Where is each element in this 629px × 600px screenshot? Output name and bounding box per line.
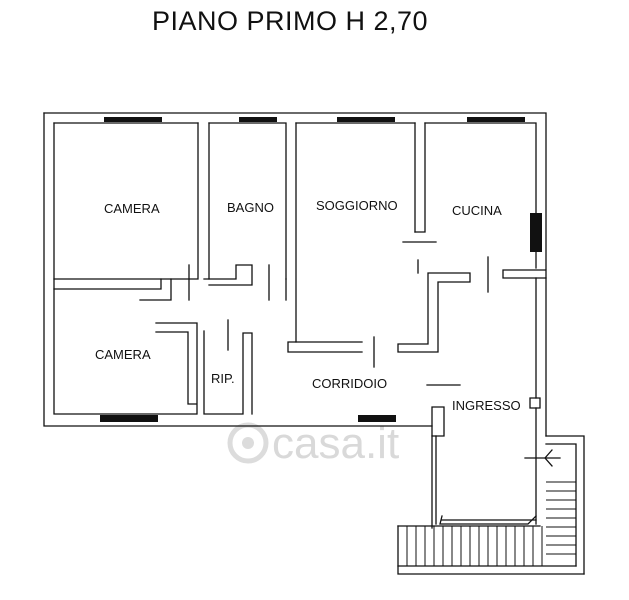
wall-bagno-bottom <box>203 264 253 286</box>
room-label-soggiorno: SOGGIORNO <box>316 198 398 213</box>
window-cucina <box>467 117 525 122</box>
wall-camera-1 <box>53 122 199 280</box>
window-corridoio <box>358 415 396 422</box>
walls <box>43 112 585 575</box>
watermark-text: casa.it <box>272 419 399 468</box>
window-camera-2 <box>100 415 158 422</box>
wall-cucina-bottom <box>502 269 547 279</box>
wall-ripostiglio <box>203 330 253 415</box>
wall-bagno-top <box>208 122 287 280</box>
room-label-camera-2: CAMERA <box>95 347 151 362</box>
watermark: casa.it <box>227 419 399 468</box>
room-label-ingresso: INGRESSO <box>452 398 521 413</box>
wall-cucina-left <box>414 122 426 233</box>
windows <box>100 117 542 422</box>
wall-camera-2-b <box>155 331 197 405</box>
room-label-camera-1: CAMERA <box>104 201 160 216</box>
window-soggiorno <box>337 117 395 122</box>
wall-camera-1-d <box>139 278 172 301</box>
window-bagno <box>239 117 277 122</box>
pillar-ingresso-b <box>529 397 541 409</box>
inner-wall-left-bottom <box>53 122 197 415</box>
room-label-cucina: CUCINA <box>452 203 502 218</box>
watermark-logo-icon <box>227 422 269 464</box>
outer-wall-top-right <box>43 112 547 270</box>
stair-treads <box>406 481 576 566</box>
watermark-logo-dot-icon <box>242 437 254 449</box>
room-label-bagno: BAGNO <box>227 200 274 215</box>
stair-arrow-head-icon <box>544 449 553 467</box>
wall-camera-2 <box>155 322 198 415</box>
stair-bottom-outer <box>397 525 585 575</box>
pillar-ingresso <box>431 406 445 437</box>
window-camera-1 <box>104 117 162 122</box>
outer-wall-left-bottom <box>43 112 433 427</box>
window-cucina-side <box>530 213 542 252</box>
wall-soggiorno-right <box>397 272 471 353</box>
room-label-ripostiglio: RIP. <box>211 371 235 386</box>
stair-outer <box>545 435 585 575</box>
wall-soggiorno-left <box>287 122 363 353</box>
wall-camera-1-c <box>53 278 162 290</box>
room-label-corridoio: CORRIDOIO <box>312 376 387 391</box>
wall-cucina <box>424 122 537 269</box>
stair-inner <box>545 443 577 567</box>
plan-title: PIANO PRIMO H 2,70 <box>151 6 429 36</box>
